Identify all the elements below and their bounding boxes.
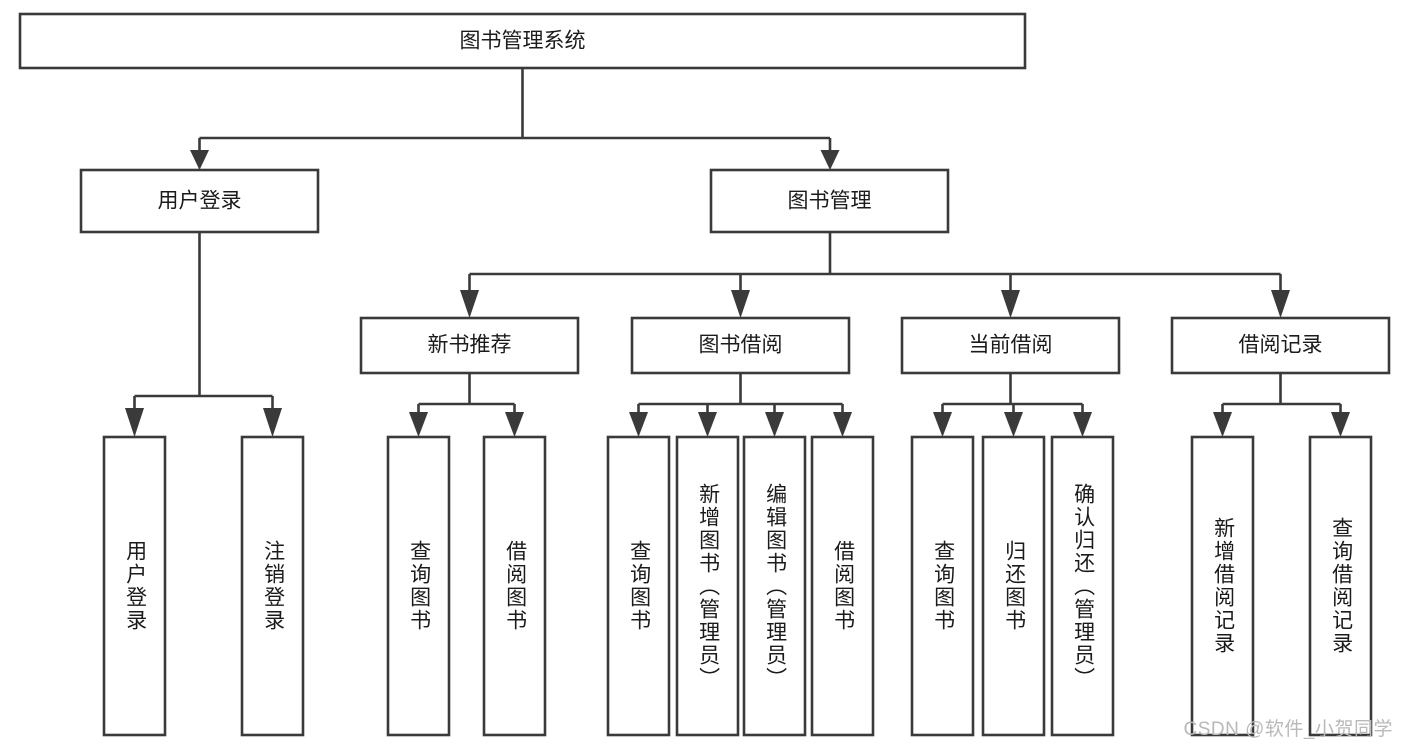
arrow-head-nb-borrow [505,412,524,437]
connector-bookmanage-to-level3 [460,232,1290,318]
arrow-head-nb-query [409,412,428,437]
node-book-borrow-box[interactable] [630,316,851,375]
connector-currentborrow-to-leaves [933,373,1092,437]
leaf-box-cb-return-book[interactable] [981,435,1046,737]
arrow-head-book-manage [820,150,840,170]
node-new-book-recommend[interactable]: 新书推荐 [359,316,580,375]
leaf-box-nb-query-book[interactable] [386,435,451,737]
node-borrow-record-box[interactable] [1170,316,1391,375]
connector-userlogin-to-leaves [125,232,282,437]
arrow-head-br-query [1331,412,1350,437]
node-borrow-record-label: 借阅记录 [1239,334,1323,357]
arrow-head-cb-query [933,412,952,437]
connector-newbook-to-leaves [409,373,524,437]
leaf-boxes-group [102,435,1373,737]
arrow-head-bb-borrow [833,412,852,437]
leaf-box-bb-edit-book[interactable] [742,435,807,737]
node-new-book-recommend-box[interactable] [359,316,580,375]
arrow-head-cb-return [1004,412,1023,437]
arrow-head-bb-add [698,412,717,437]
node-current-borrow-box[interactable] [900,316,1121,375]
arrow-head-borrow [731,290,750,318]
leaf-box-cb-confirm-return[interactable] [1050,435,1115,737]
node-new-book-recommend-label: 新书推荐 [428,334,512,357]
connector-bookborrow-to-leaves [629,373,852,437]
node-borrow-record[interactable]: 借阅记录 [1170,316,1391,375]
node-book-manage-label: 图书管理 [788,190,872,213]
node-root-box[interactable] [18,12,1027,70]
node-current-borrow-label: 当前借阅 [969,334,1053,357]
arrow-head-bb-query [629,412,648,437]
node-book-borrow[interactable]: 图书借阅 [630,316,851,375]
arrow-head-cb-confirm [1073,412,1092,437]
node-book-manage[interactable]: 图书管理 [709,168,950,234]
leaf-box-logout[interactable] [240,435,305,737]
arrow-head-new-book [460,290,479,318]
csdn-watermark: CSDN @软件_小贺同学 [1183,719,1393,740]
arrow-head-leaf-logout [263,408,282,437]
arrow-head-current [1001,290,1020,318]
leaf-box-bb-add-book[interactable] [675,435,740,737]
arrow-head-br-add [1213,412,1232,437]
node-root[interactable]: 图书管理系统 [18,12,1027,70]
leaf-box-cb-query-book[interactable] [910,435,975,737]
leaf-box-br-add-record[interactable] [1190,435,1255,737]
arrow-head-record [1271,290,1290,318]
connector-borrowrecord-to-leaves [1213,373,1350,437]
node-user-login[interactable]: 用户登录 [79,168,320,234]
leaf-box-bb-borrow-book[interactable] [810,435,875,737]
node-user-login-box[interactable] [79,168,320,234]
leaf-box-user-login[interactable] [102,435,167,737]
node-root-label: 图书管理系统 [460,30,586,53]
leaf-box-nb-borrow-book[interactable] [482,435,547,737]
node-book-borrow-label: 图书借阅 [699,334,783,357]
node-user-login-label: 用户登录 [158,190,242,213]
leaf-box-br-query-record[interactable] [1308,435,1373,737]
arrow-head-bb-edit [765,412,784,437]
leaf-box-bb-query-book[interactable] [606,435,671,737]
arrow-head-leaf-userlogin [125,408,144,437]
node-book-manage-box[interactable] [709,168,950,234]
node-current-borrow[interactable]: 当前借阅 [900,316,1121,375]
connector-root-to-level2 [190,68,840,170]
arrow-head-user-login [190,150,209,170]
